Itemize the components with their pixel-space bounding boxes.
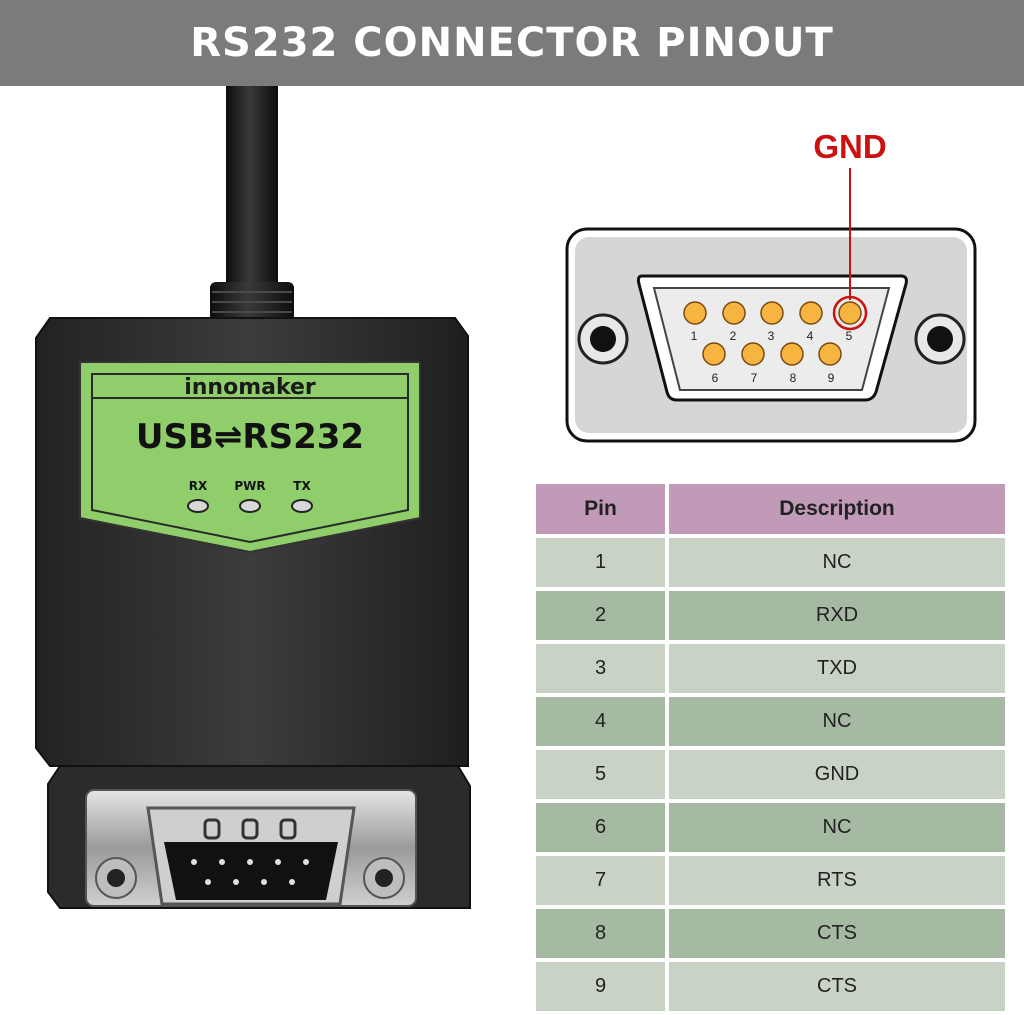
pin-4 — [799, 301, 823, 325]
pin-description-cell: RTS — [669, 856, 1005, 905]
pin-2 — [722, 301, 746, 325]
green-label — [79, 361, 421, 554]
model-label: USB⇌RS232 — [136, 417, 364, 457]
pin-number-label: 5 — [846, 329, 853, 343]
pin-8 — [780, 342, 804, 366]
pin-description-cell: CTS — [669, 962, 1005, 1011]
pin-3 — [760, 301, 784, 325]
pin-column-header: Pin — [536, 484, 669, 534]
pin-1 — [683, 301, 707, 325]
pin-number-label: 6 — [712, 371, 719, 385]
led-tx — [291, 499, 313, 513]
pin-description-cell: TXD — [669, 644, 1005, 693]
pin-description-cell: CTS — [669, 909, 1005, 958]
pin-number-cell: 9 — [536, 962, 669, 1011]
pin-number-label: 8 — [790, 371, 797, 385]
mount-hole-left — [577, 313, 629, 365]
pin-number-label: 3 — [768, 329, 775, 343]
led-rx — [187, 499, 209, 513]
db9-pinout-diagram: GND 1 2 3 4 5 6 7 8 9 — [565, 128, 977, 443]
pin-number-cell: 3 — [536, 644, 669, 693]
pin-number-cell: 1 — [536, 538, 669, 587]
pin-5 — [838, 301, 862, 325]
pin-9 — [818, 342, 842, 366]
pin-number-cell: 7 — [536, 856, 669, 905]
pin-number-label: 7 — [751, 371, 758, 385]
brand-logo: innomaker — [184, 375, 316, 400]
db9-insert — [164, 842, 338, 900]
led-pwr — [239, 499, 261, 513]
page-title: RS232 CONNECTOR PINOUT — [190, 20, 834, 66]
pin-description-cell: NC — [669, 803, 1005, 852]
led-label-rx: RX — [189, 479, 208, 493]
table-header-row: Pin Description — [536, 484, 1005, 534]
pin-description-cell: NC — [669, 538, 1005, 587]
pin-description-cell: GND — [669, 750, 1005, 799]
led-label-pwr: PWR — [234, 479, 265, 493]
pin-number-label: 1 — [691, 329, 698, 343]
description-column-header: Description — [669, 484, 1005, 534]
title-banner: RS232 CONNECTOR PINOUT — [0, 0, 1024, 86]
gnd-callout-label: GND — [813, 128, 886, 165]
pin-description-cell: RXD — [669, 591, 1005, 640]
pin-description-cell: NC — [669, 697, 1005, 746]
pin-number-label: 2 — [730, 329, 737, 343]
pin-7 — [741, 342, 765, 366]
pin-number-label: 9 — [828, 371, 835, 385]
cable — [226, 86, 278, 286]
mount-hole-right — [914, 313, 966, 365]
pin-number-cell: 6 — [536, 803, 669, 852]
pin-number-cell: 4 — [536, 697, 669, 746]
pin-number-cell: 5 — [536, 750, 669, 799]
gnd-highlight-ring — [832, 295, 868, 331]
pin-6 — [702, 342, 726, 366]
led-label-tx: TX — [293, 479, 311, 493]
pin-number-cell: 2 — [536, 591, 669, 640]
pin-number-label: 4 — [807, 329, 814, 343]
usb-rs232-adapter-illustration: innomaker USB⇌RS232 RX PWR TX — [35, 86, 471, 909]
pin-number-cell: 8 — [536, 909, 669, 958]
